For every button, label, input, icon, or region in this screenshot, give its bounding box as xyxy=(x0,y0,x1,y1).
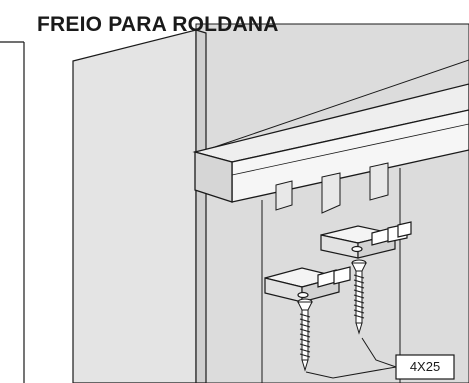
screw-left xyxy=(297,298,313,372)
leader-lines xyxy=(305,337,397,379)
rail-channels xyxy=(275,162,389,214)
brake-block-upper xyxy=(320,221,412,259)
screw-size-label: 4X25 xyxy=(409,359,441,374)
top-rail xyxy=(192,83,469,203)
screw-right xyxy=(351,259,367,335)
brake-block-lower xyxy=(264,266,351,303)
side-panel xyxy=(72,29,207,383)
outer-frame xyxy=(0,41,25,383)
screw-label-box xyxy=(395,354,455,380)
page-title: FREIO PARA ROLDANA xyxy=(37,13,279,36)
